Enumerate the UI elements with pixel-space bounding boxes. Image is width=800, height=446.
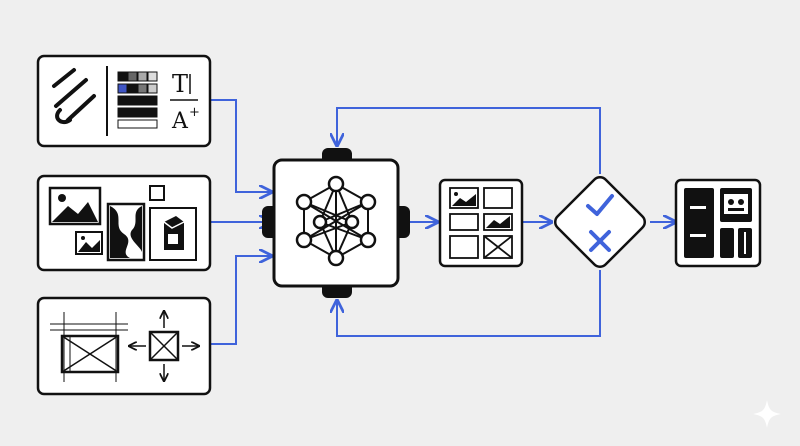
feedback-loop-top [337, 107, 601, 174]
connector-layout-to-engine [210, 256, 270, 345]
asset-input-card [36, 174, 212, 272]
validation-node [553, 175, 647, 269]
draft-layout-node [438, 178, 524, 268]
typography-icon: T A + [170, 70, 200, 134]
ai-engine-node [262, 148, 410, 298]
check-icon [586, 194, 614, 216]
connector-brand-to-engine [210, 99, 270, 192]
network-graph-icon [295, 175, 377, 267]
image-icon [75, 231, 103, 255]
product-package-icon [149, 207, 197, 261]
type-glyph-top: T [172, 70, 188, 98]
sparkle-icon [753, 400, 781, 428]
layout-draft-icon [449, 187, 513, 259]
swatch-square [149, 185, 165, 201]
abstract-pattern-icon [106, 202, 146, 262]
image-icon [48, 186, 102, 226]
layout-input-card [36, 296, 212, 396]
connectors [210, 99, 674, 345]
brand-input-card: T A + [36, 54, 212, 148]
feedback-loop-bottom [337, 270, 601, 337]
cross-icon [589, 230, 611, 252]
brand-logo-icon [52, 68, 96, 125]
resize-arrows-icon [130, 312, 198, 380]
final-layout-node [674, 178, 762, 268]
color-palette-icon [117, 71, 158, 129]
final-layout-icon [684, 188, 752, 258]
type-glyph-bottom: A [171, 109, 189, 134]
type-glyph-plus: + [189, 105, 200, 120]
layout-grid-icon [50, 312, 128, 382]
